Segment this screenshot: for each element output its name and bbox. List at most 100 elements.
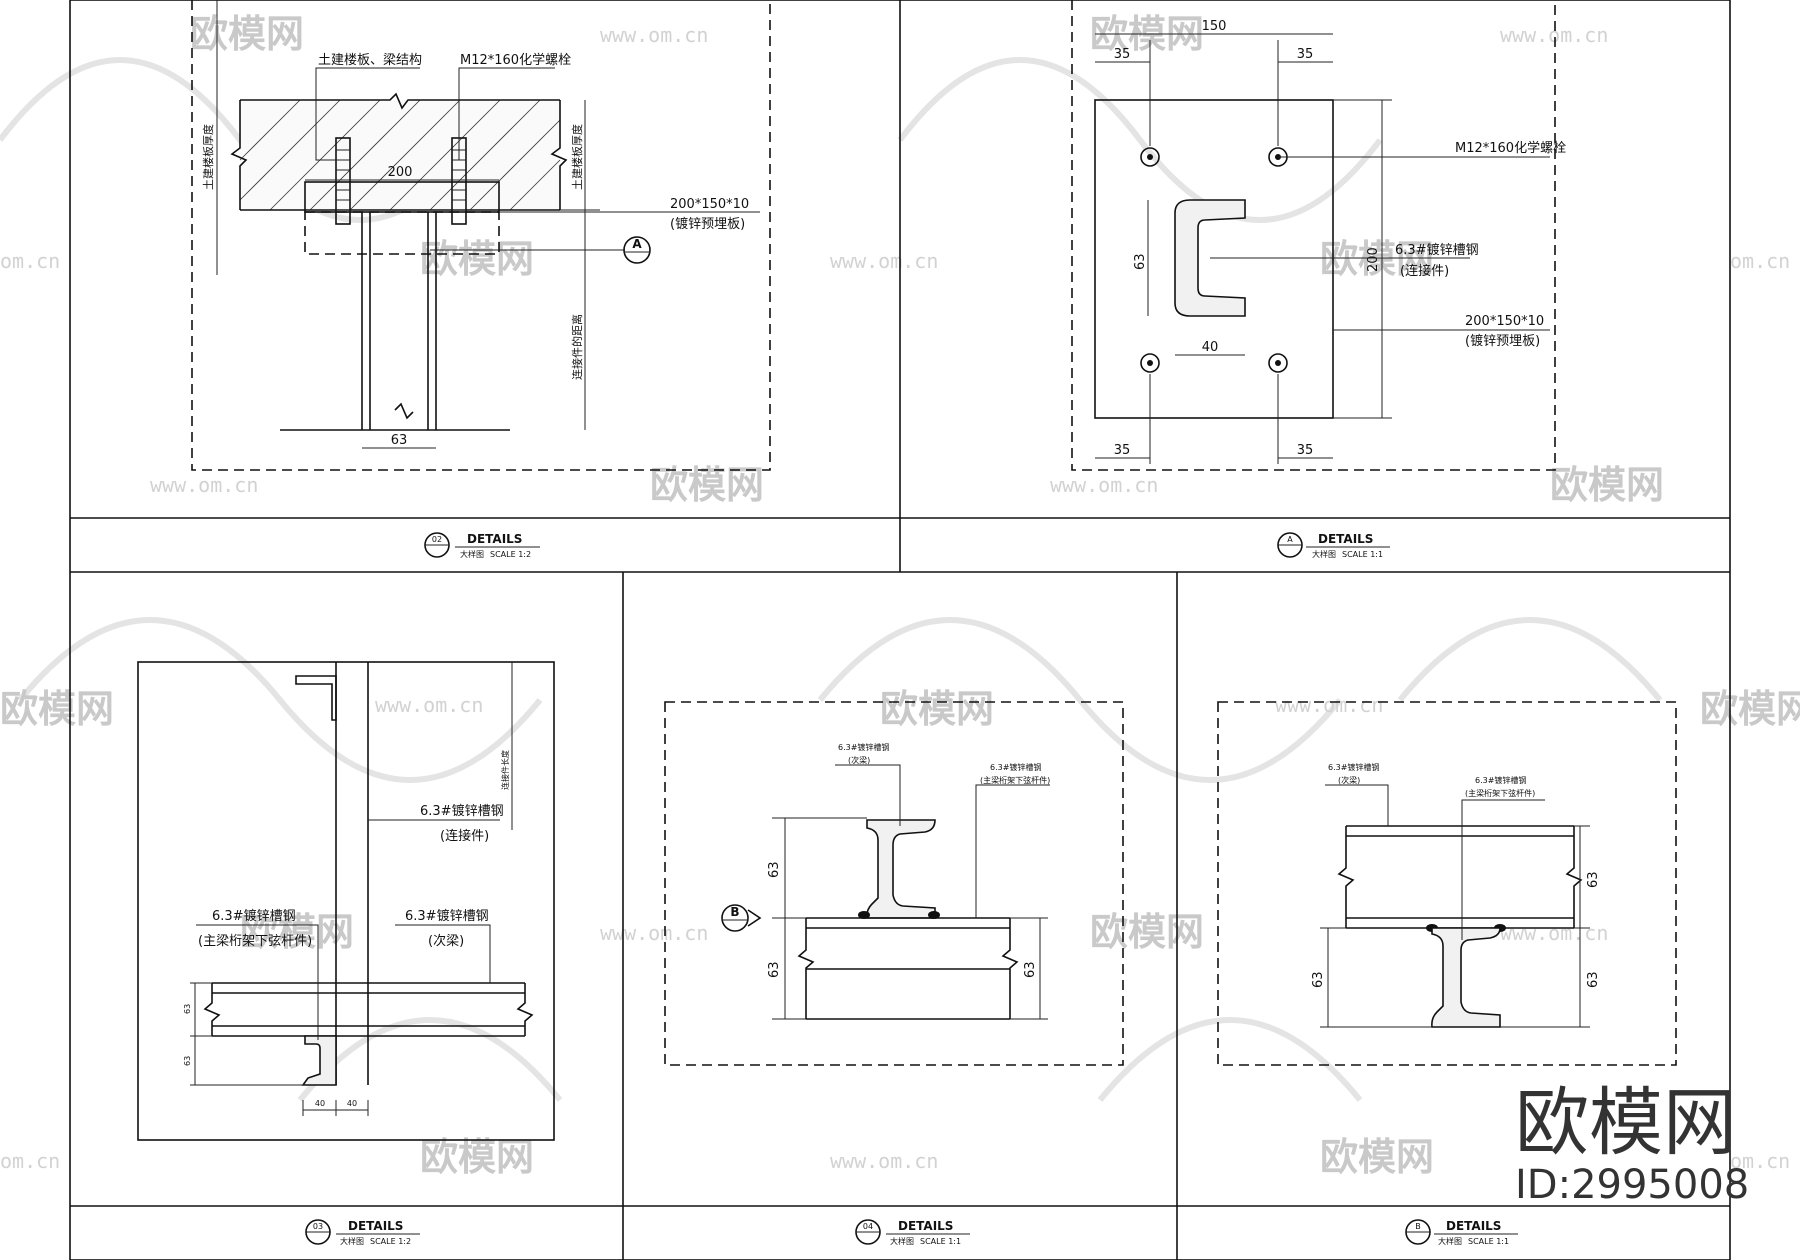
dim-35-top-left: 35 — [1114, 47, 1131, 62]
brand-logo: 欧模网 ID:2995008 — [1515, 1080, 1749, 1208]
leaders: 6.3#镀锌槽钢 (连接件) 6.3#镀锌槽钢 (主梁桁架下弦杆件) 6.3#镀… — [196, 803, 504, 1040]
watermark-brand-7: 欧模网 — [0, 687, 114, 731]
dim-63b: 63 — [183, 1056, 192, 1066]
leaders: 土建楼板、梁结构 M12*160化学螺栓 200*150*10 (镀锌预埋板) … — [315, 52, 760, 264]
watermark-url-11: www.om.cn — [1500, 921, 1608, 945]
channel-main-chord — [1431, 927, 1501, 1028]
viewport-frame — [1217, 701, 1677, 1066]
dim-40b: 40 — [347, 1099, 357, 1108]
label-channel-sec-sub: (次梁) — [428, 933, 464, 949]
caption-03-title: DETAILS — [348, 1219, 403, 1233]
main-chord-section — [301, 1035, 337, 1086]
label-channel-sec: 6.3#镀锌槽钢 — [405, 908, 489, 924]
slab-thickness-left: 土建楼板厚度 — [201, 124, 215, 190]
label-channel-sec-sub: (次梁) — [1338, 775, 1360, 785]
outer-border — [69, 0, 1731, 1260]
sheet-frame — [69, 0, 1731, 1260]
brand-id: ID:2995008 — [1515, 1162, 1749, 1208]
caption-02: 02 DETAILS 大样图 SCALE 1:2 — [424, 532, 540, 559]
dim-35-bottom-left: 35 — [1114, 443, 1131, 458]
label-channel-main: 6.3#镀锌槽钢 — [990, 762, 1041, 772]
label-channel-main-sub: (主梁桁架下弦杆件) — [1465, 788, 1535, 798]
watermark-brand-10: 欧模网 — [240, 910, 354, 954]
watermark-url-4: www.om.cn — [830, 249, 938, 273]
channel-section — [1174, 199, 1246, 317]
caption-b-number: B — [1415, 1222, 1421, 1231]
watermark-brand-8: 欧模网 — [880, 687, 994, 731]
caption-04-subtitle: 大样图 — [890, 1236, 914, 1246]
leaders: 6.3#镀锌槽钢 (次梁) 6.3#镀锌槽钢 (主梁桁架下弦杆件) — [1325, 762, 1545, 940]
embed-plate — [1094, 99, 1334, 419]
caption-02-subtitle: 大样图 — [460, 549, 484, 559]
caption-02-number: 02 — [432, 535, 442, 544]
secondary-beam — [1337, 825, 1583, 929]
viewport-frame — [137, 661, 555, 1141]
watermark-brand-4: 欧模网 — [1320, 237, 1434, 281]
dim-63a: 63 — [183, 1004, 192, 1014]
secondary-beam — [203, 982, 534, 1037]
watermark-url-10: www.om.cn — [600, 921, 708, 945]
dimension-lines: 200 63 土建楼板厚度 土建楼板厚度 连接件的距离 — [201, 0, 600, 449]
caption-04-number: 04 — [863, 1222, 873, 1231]
watermark-brand-6: 欧模网 — [1550, 463, 1664, 507]
dimension-lines: 63 63 63 — [767, 817, 1048, 1020]
dim-200: 200 — [388, 165, 413, 180]
caption-b-title: DETAILS — [1446, 1219, 1501, 1233]
caption-04-title: DETAILS — [898, 1219, 953, 1233]
concrete-slab — [230, 92, 568, 211]
caption-a-title: DETAILS — [1318, 532, 1373, 546]
bolt-holes — [1140, 147, 1288, 373]
caption-04-scale: SCALE 1:1 — [920, 1237, 961, 1246]
dim-150: 150 — [1202, 19, 1227, 34]
panel-detail-02: 200 63 土建楼板厚度 土建楼板厚度 连接件的距离 土建楼板、梁结构 M12… — [191, 0, 771, 559]
label-plate-dim: 200*150*10 — [670, 197, 749, 212]
weld-right — [928, 911, 940, 919]
weld-left — [858, 911, 870, 919]
panel-detail-04: 63 63 63 B 6.3#镀锌槽钢 (次梁) 6.3#镀锌槽钢 (主梁桁架下… — [664, 701, 1124, 1246]
dim-63: 63 — [391, 433, 408, 448]
caption-02-title: DETAILS — [467, 532, 522, 546]
caption-02-scale: SCALE 1:2 — [490, 550, 531, 559]
dim-63c: 63 — [1311, 971, 1326, 988]
viewport-frame — [664, 701, 1124, 1066]
panel-detail-03: 63 63 40 40 连接件长度 6.3#镀锌槽钢 (连接件) 6.3#镀锌槽… — [137, 661, 555, 1246]
watermark-brand-12: 欧模网 — [420, 1135, 534, 1179]
caption-03-scale: SCALE 1:2 — [370, 1237, 411, 1246]
section-a-text: A — [632, 237, 642, 251]
channel-secondary — [866, 819, 936, 919]
watermark-url-6: www.om.cn — [150, 473, 258, 497]
label-channel-conn: 6.3#镀锌槽钢 — [420, 803, 504, 819]
watermark-url-12: om.cn — [0, 1149, 60, 1173]
watermark-url-3: om.cn — [0, 249, 60, 273]
caption-b-subtitle: 大样图 — [1438, 1236, 1462, 1246]
watermark-brand-1: 欧模网 — [190, 12, 304, 56]
label-channel-sec: 6.3#镀锌槽钢 — [838, 742, 889, 752]
caption-a: A DETAILS 大样图 SCALE 1:1 — [1277, 532, 1390, 559]
watermark-url-2: www.om.cn — [1500, 23, 1608, 47]
dimension-lines: 63 63 40 40 连接件长度 — [183, 662, 513, 1116]
watermark-brand-3: 欧模网 — [420, 237, 534, 281]
section-b-text: B — [730, 905, 739, 919]
label-channel: 6.3#镀锌槽钢 — [1395, 242, 1479, 258]
caption-a-subtitle: 大样图 — [1312, 549, 1336, 559]
dim-40a: 40 — [315, 1099, 325, 1108]
panel-detail-b: 63 63 63 6.3#镀锌槽钢 (次梁) 6.3#镀锌槽钢 (主梁桁架下弦杆… — [1217, 701, 1677, 1246]
slab-thickness-right: 土建楼板厚度 — [570, 124, 584, 190]
caption-03-subtitle: 大样图 — [340, 1236, 364, 1246]
panel-detail-a: 150 35 35 35 35 63 40 200 M12*160化学螺栓 — [1071, 0, 1566, 559]
watermark-url-8: www.om.cn — [375, 693, 483, 717]
watermark-url-5: om.cn — [1730, 249, 1790, 273]
watermark-brand-13: 欧模网 — [1320, 1135, 1434, 1179]
watermark-url-14: om.cn — [1730, 1149, 1790, 1173]
label-plate-name: (镀锌预埋板) — [1465, 333, 1540, 349]
label-channel-sec-sub: (次梁) — [848, 755, 870, 765]
dim-63a: 63 — [767, 861, 782, 878]
section-marker-a — [623, 236, 651, 264]
dim-35-top-right: 35 — [1297, 47, 1314, 62]
dim-63: 63 — [1133, 253, 1148, 270]
label-bolt: M12*160化学螺栓 — [460, 52, 571, 68]
dimension-lines: 150 35 35 35 35 63 40 200 — [1095, 19, 1392, 464]
caption-a-number: A — [1287, 535, 1293, 544]
dim-63b: 63 — [1586, 971, 1601, 988]
